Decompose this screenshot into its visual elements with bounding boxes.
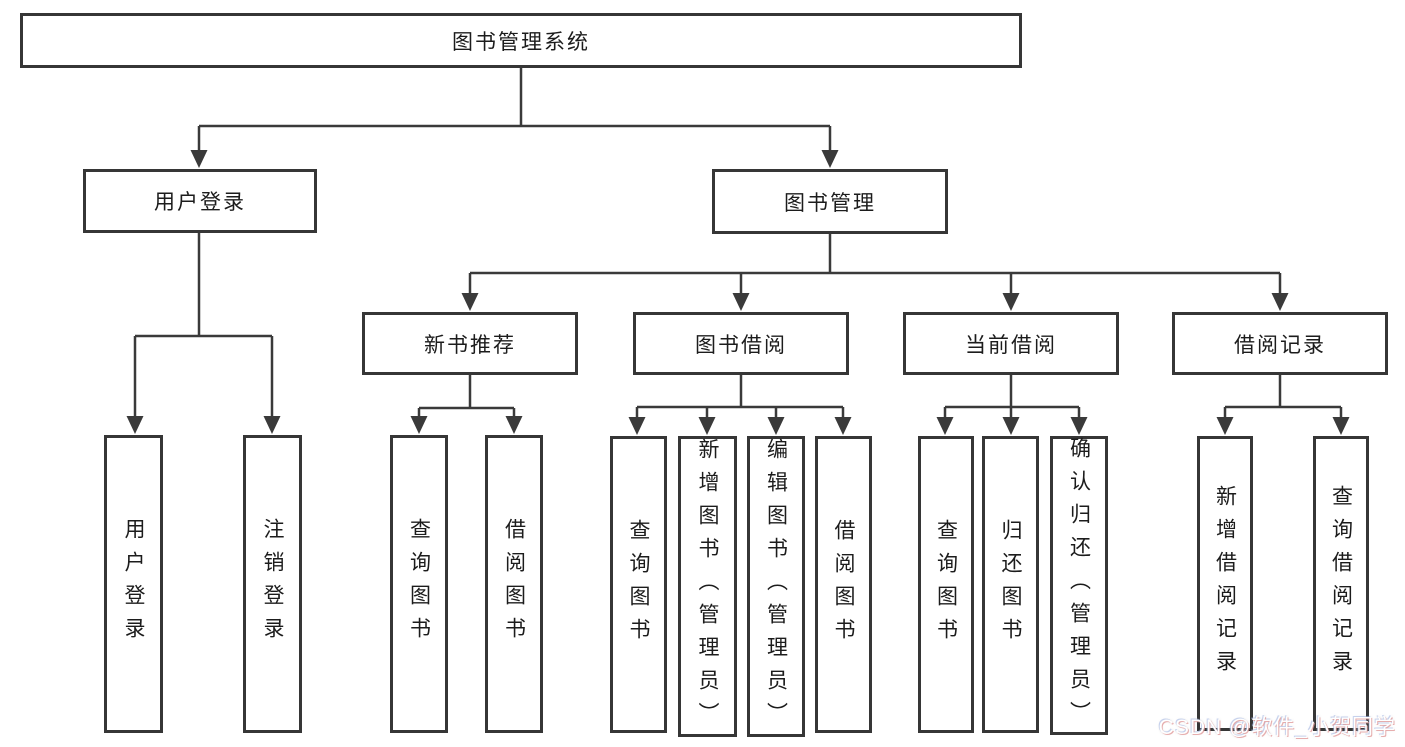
node-library-management-system: 图书管理系统 <box>20 13 1022 68</box>
node-label: 借阅图书 <box>502 518 526 650</box>
node-label: 查询图书 <box>407 518 431 650</box>
node-label: 新增图书（管理员） <box>696 438 719 735</box>
connector-book-mgmt-split <box>468 234 1282 295</box>
node-label: 查询借阅记录 <box>1329 484 1353 683</box>
connector-borrow-record-split <box>1223 375 1343 418</box>
node-label: 借阅记录 <box>1234 333 1326 357</box>
connector-current-borrow-split <box>943 375 1081 418</box>
node-label: 编辑图书（管理员） <box>764 438 788 735</box>
arrowheads-book-borrow-split <box>628 417 852 435</box>
connector-root-split <box>197 68 832 152</box>
leaf-query-books: 查询图书 <box>390 435 448 733</box>
node-current-borrowing: 当前借阅 <box>903 312 1119 375</box>
arrowheads-root-split <box>190 150 839 168</box>
leaf-confirm-return-admin: 确认归还（管理员） <box>1050 436 1108 735</box>
node-book-borrowing: 图书借阅 <box>633 312 849 375</box>
leaf-query-books: 查询图书 <box>610 436 667 733</box>
csdn-watermark: CSDN @软件_小贺同学 <box>1158 716 1396 739</box>
node-label: 新书推荐 <box>424 333 516 357</box>
leaf-user-login: 用户登录 <box>104 435 163 733</box>
node-label: 注销登录 <box>261 518 284 650</box>
node-book-management: 图书管理 <box>712 169 948 234</box>
leaf-query-books: 查询图书 <box>918 436 974 733</box>
node-label: 图书借阅 <box>695 333 787 357</box>
leaf-query-borrow-record: 查询借阅记录 <box>1313 436 1369 731</box>
leaf-borrow-books: 借阅图书 <box>815 436 872 733</box>
leaf-return-book: 归还图书 <box>982 436 1039 733</box>
node-label: 归还图书 <box>999 518 1022 651</box>
arrowheads-book-mgmt-split <box>461 293 1289 311</box>
arrowheads-user-login-split <box>126 416 281 434</box>
node-label: 查询图书 <box>934 518 958 651</box>
arrowheads-new-book-split <box>410 416 523 434</box>
connector-new-book-split <box>417 375 516 418</box>
node-borrowing-records: 借阅记录 <box>1172 312 1388 375</box>
node-new-book-recommendation: 新书推荐 <box>362 312 578 375</box>
connector-book-borrow-split <box>635 375 845 418</box>
leaf-logout: 注销登录 <box>243 435 302 733</box>
node-user-login: 用户登录 <box>83 169 317 233</box>
node-label: 用户登录 <box>122 518 145 650</box>
node-label: 确认归还（管理员） <box>1067 437 1091 734</box>
node-label: 查询图书 <box>627 518 650 651</box>
arrowheads-borrow-record-split <box>1216 417 1350 435</box>
leaf-edit-book-admin: 编辑图书（管理员） <box>747 436 805 737</box>
leaf-add-book-admin: 新增图书（管理员） <box>678 436 737 737</box>
leaf-borrow-books: 借阅图书 <box>485 435 543 733</box>
node-label: 图书管理 <box>784 191 876 215</box>
node-label: 用户登录 <box>154 191 246 214</box>
arrowheads-current-borrow-split <box>936 417 1088 435</box>
node-label: 当前借阅 <box>965 333 1057 357</box>
connector-user-login-split <box>133 233 274 418</box>
node-label: 借阅图书 <box>832 518 855 651</box>
node-label: 图书管理系统 <box>452 30 590 54</box>
leaf-add-borrow-record: 新增借阅记录 <box>1197 436 1253 731</box>
node-label: 新增借阅记录 <box>1213 484 1237 683</box>
